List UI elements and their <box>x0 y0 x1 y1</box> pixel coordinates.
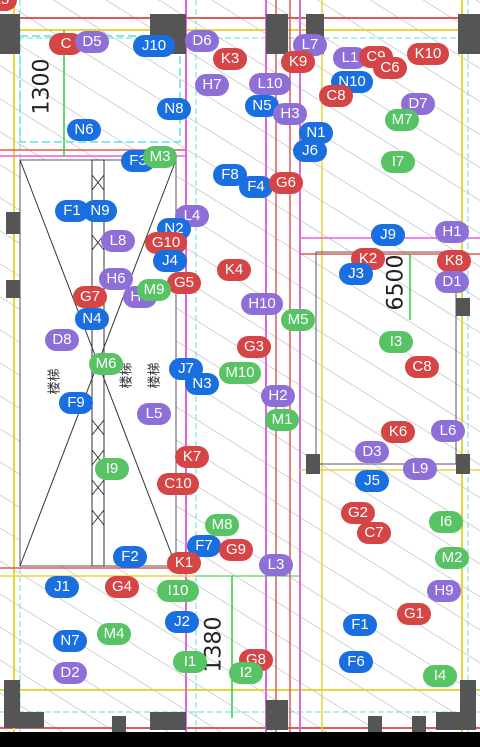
marker-m4[interactable]: M4 <box>97 623 131 645</box>
marker-f6[interactable]: F6 <box>339 651 373 673</box>
marker-l1[interactable]: L1 <box>333 47 367 69</box>
marker-c10[interactable]: C10 <box>157 473 199 495</box>
marker-m6[interactable]: M6 <box>89 353 123 375</box>
marker-n8[interactable]: N8 <box>157 98 191 120</box>
marker-j2[interactable]: J2 <box>165 611 199 633</box>
marker-i4[interactable]: I4 <box>423 665 457 687</box>
marker-j3[interactable]: J3 <box>339 263 373 285</box>
marker-m5[interactable]: M5 <box>281 309 315 331</box>
marker-i2[interactable]: I2 <box>229 662 263 684</box>
marker-n6[interactable]: N6 <box>67 119 101 141</box>
marker-g6[interactable]: G6 <box>269 172 303 194</box>
marker-j5[interactable]: J5 <box>355 470 389 492</box>
marker-n9[interactable]: N9 <box>83 200 117 222</box>
marker-n1[interactable]: N1 <box>299 122 333 144</box>
marker-j1[interactable]: J1 <box>45 576 79 598</box>
marker-c7[interactable]: C7 <box>357 522 391 544</box>
marker-i10[interactable]: I10 <box>157 580 199 602</box>
marker-f1[interactable]: F1 <box>55 200 89 222</box>
marker-m1[interactable]: M1 <box>265 409 299 431</box>
marker-f4[interactable]: F4 <box>239 176 273 198</box>
marker-k7[interactable]: K7 <box>175 446 209 468</box>
marker-l7[interactable]: L7 <box>293 34 327 56</box>
marker-j9[interactable]: J9 <box>371 224 405 246</box>
marker-g5[interactable]: G5 <box>167 272 201 294</box>
structural-columns <box>0 14 480 747</box>
dimension-6500: 6500 <box>383 254 409 311</box>
marker-g7[interactable]: G7 <box>73 286 107 308</box>
marker-n3[interactable]: N3 <box>185 373 219 395</box>
stair-label-right: 楼梯 <box>147 362 163 389</box>
marker-n7[interactable]: N7 <box>53 630 87 652</box>
marker-h3[interactable]: H3 <box>273 103 307 125</box>
marker-l5[interactable]: L5 <box>137 403 171 425</box>
marker-f7[interactable]: F7 <box>187 535 221 557</box>
marker-h9[interactable]: H9 <box>427 580 461 602</box>
marker-k6[interactable]: K6 <box>381 421 415 443</box>
marker-g3[interactable]: G3 <box>237 336 271 358</box>
marker-i1[interactable]: I1 <box>173 651 207 673</box>
marker-h7[interactable]: H7 <box>195 74 229 96</box>
marker-g2[interactable]: G2 <box>341 502 375 524</box>
marker-h6[interactable]: H6 <box>99 268 133 290</box>
marker-d2[interactable]: D2 <box>53 662 87 684</box>
marker-k5[interactable]: K5 <box>0 0 17 11</box>
marker-j4[interactable]: J4 <box>153 250 187 272</box>
marker-c[interactable]: C <box>49 33 83 55</box>
marker-d6[interactable]: D6 <box>185 30 219 52</box>
marker-d1[interactable]: D1 <box>435 271 469 293</box>
marker-m3[interactable]: M3 <box>143 146 177 168</box>
marker-l8[interactable]: L8 <box>101 230 135 252</box>
marker-g10[interactable]: G10 <box>145 232 187 254</box>
marker-h2[interactable]: H2 <box>261 385 295 407</box>
marker-k9[interactable]: K9 <box>281 51 315 73</box>
marker-f9[interactable]: F9 <box>59 392 93 414</box>
marker-l10[interactable]: L10 <box>249 73 291 95</box>
marker-c8[interactable]: C8 <box>319 85 353 107</box>
marker-g9[interactable]: G9 <box>219 539 253 561</box>
marker-d3[interactable]: D3 <box>355 441 389 463</box>
stair-label-left: 楼梯 <box>47 368 63 395</box>
marker-c8[interactable]: C8 <box>405 356 439 378</box>
marker-d8[interactable]: D8 <box>45 329 79 351</box>
right-room <box>315 251 457 465</box>
marker-i3[interactable]: I3 <box>379 331 413 353</box>
marker-h1[interactable]: H1 <box>435 221 469 243</box>
marker-k3[interactable]: K3 <box>213 48 247 70</box>
marker-l9[interactable]: L9 <box>403 458 437 480</box>
marker-i6[interactable]: I6 <box>429 511 463 533</box>
marker-i9[interactable]: I9 <box>95 458 129 480</box>
marker-k8[interactable]: K8 <box>437 250 471 272</box>
marker-m7[interactable]: M7 <box>385 109 419 131</box>
marker-f1[interactable]: F1 <box>343 614 377 636</box>
marker-l6[interactable]: L6 <box>431 420 465 442</box>
marker-d5[interactable]: D5 <box>75 31 109 53</box>
marker-g4[interactable]: G4 <box>105 576 139 598</box>
marker-k4[interactable]: K4 <box>217 259 251 281</box>
marker-n4[interactable]: N4 <box>75 308 109 330</box>
marker-m8[interactable]: M8 <box>205 514 239 536</box>
marker-m10[interactable]: M10 <box>219 362 261 384</box>
marker-f2[interactable]: F2 <box>113 546 147 568</box>
marker-c6[interactable]: C6 <box>373 57 407 79</box>
marker-m9[interactable]: M9 <box>137 279 171 301</box>
marker-j10[interactable]: J10 <box>133 35 175 57</box>
marker-f8[interactable]: F8 <box>213 164 247 186</box>
dimension-1300: 1300 <box>29 58 55 115</box>
marker-l3[interactable]: L3 <box>259 554 293 576</box>
marker-h10[interactable]: H10 <box>241 293 283 315</box>
marker-k10[interactable]: K10 <box>407 43 449 65</box>
marker-k1[interactable]: K1 <box>167 552 201 574</box>
marker-i7[interactable]: I7 <box>381 151 415 173</box>
marker-g1[interactable]: G1 <box>397 603 431 625</box>
marker-j6[interactable]: J6 <box>293 140 327 162</box>
marker-m2[interactable]: M2 <box>435 547 469 569</box>
marker-n5[interactable]: N5 <box>245 95 279 117</box>
